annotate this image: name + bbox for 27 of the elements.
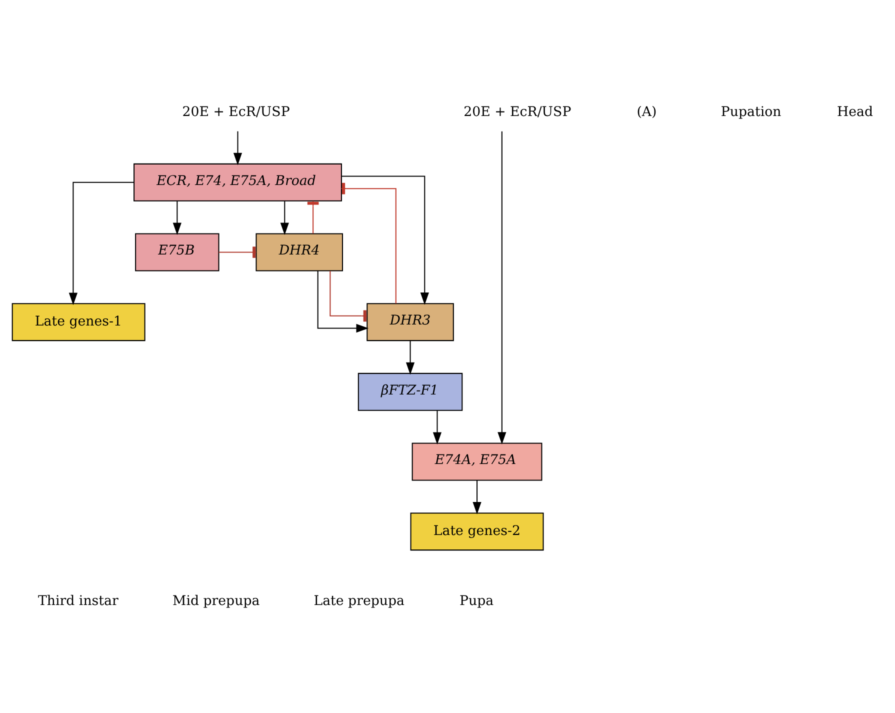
label: Head: [836, 104, 873, 120]
label: (A): [636, 104, 657, 120]
arrow: [317, 270, 369, 332]
node-box: Late genes-1: [12, 302, 146, 341]
arrow: [233, 130, 242, 165]
node-box: DHR4: [256, 232, 343, 271]
arrow: [432, 410, 442, 444]
node-text: 20E + EcR/USP: [182, 104, 290, 120]
node-box: E74A, E75A: [412, 442, 542, 480]
node-box: βFTZ-F1: [358, 372, 463, 410]
node-box: E75B: [135, 232, 220, 271]
arrow: [280, 200, 289, 235]
node-box: ECR, E74, E75A, Broad: [134, 162, 342, 201]
connector: [307, 200, 319, 234]
arrow: [68, 181, 134, 305]
label: Pupa: [460, 593, 494, 608]
label: Third instar: [38, 593, 118, 608]
arrow: [472, 480, 482, 514]
label: Pupation: [720, 104, 782, 120]
node-box: Late genes-2: [410, 512, 544, 550]
arrow: [406, 340, 415, 374]
label: Mid prepupa: [172, 593, 260, 608]
label: Late prepupa: [314, 593, 405, 608]
node-box: DHR3: [366, 302, 454, 341]
arrow: [498, 130, 506, 444]
node-text: 20E + EcR/USP: [464, 104, 572, 120]
arrow: [172, 200, 182, 235]
